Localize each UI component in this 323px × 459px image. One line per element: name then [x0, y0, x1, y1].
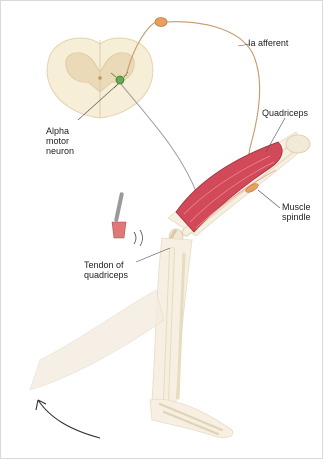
- quadriceps-muscle: [176, 142, 282, 232]
- muscle-spindle-label: Muscle spindle: [282, 202, 311, 222]
- kick-motion-arrow: [38, 400, 100, 438]
- quadriceps-label: Quadriceps: [262, 108, 308, 118]
- spinal-cord-section: [47, 38, 153, 118]
- tendon-of-quadriceps-label: Tendon of quadriceps: [84, 260, 128, 280]
- dorsal-root-ganglion: [155, 18, 167, 27]
- alpha-motor-neuron-label: Alpha motor neuron: [46, 126, 74, 156]
- ia-afferent-label: Ia afferent: [248, 38, 288, 48]
- extended-leg-ghost: [30, 290, 164, 390]
- reflex-hammer: [112, 192, 143, 246]
- foot-bones: [150, 399, 233, 437]
